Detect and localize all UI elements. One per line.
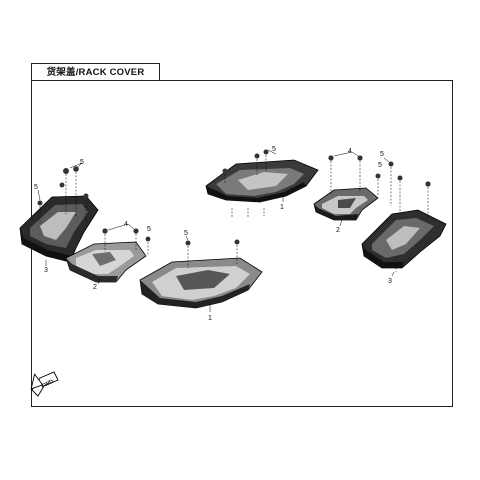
fwd-label: FWD [41, 379, 55, 390]
callout-a5-left: 5 [34, 184, 38, 191]
fastener-group-d [222, 149, 284, 218]
callout-f3: 3 [388, 278, 392, 285]
rack-cover-left-front [65, 241, 147, 283]
rack-cover-front-main [139, 257, 263, 309]
callout-b5: 5 [147, 226, 151, 233]
rack-cover-right-front [313, 187, 379, 221]
fastener-group-b [97, 223, 151, 285]
rack-cover-rear-main [205, 159, 319, 203]
callout-c1: 1 [208, 315, 212, 322]
rack-cover-left-rear [19, 195, 99, 263]
callout-f5: 5 [380, 151, 384, 158]
callout-e5: 5 [378, 162, 382, 169]
callout-a5-top: 5 [80, 159, 84, 166]
diagram-title: 货架盖/RACK COVER [31, 63, 160, 81]
fastener-group-e [328, 151, 381, 227]
callout-e4: 4 [348, 148, 352, 155]
fastener-group-c [185, 235, 240, 312]
callout-d1: 1 [280, 204, 284, 211]
callout-a3: 3 [44, 267, 48, 274]
callout-b2: 2 [93, 284, 97, 291]
rack-cover-right-rear [361, 209, 447, 269]
fastener-group-a [37, 162, 89, 266]
forward-direction-arrow: FWD [30, 371, 59, 397]
callout-d5: 5 [272, 146, 276, 153]
callout-e2: 2 [336, 227, 340, 234]
callout-b4: 4 [124, 221, 128, 228]
callout-c5: 5 [184, 230, 188, 237]
fastener-group-f [383, 157, 431, 277]
